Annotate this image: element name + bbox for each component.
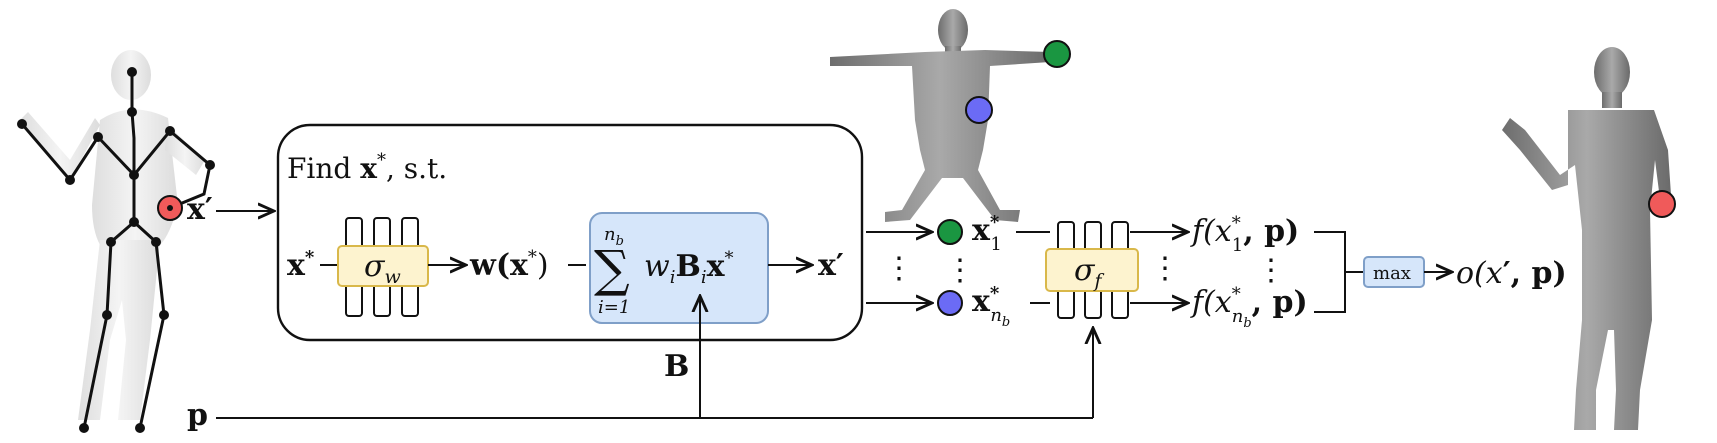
sigma-f-box (1045, 248, 1139, 292)
find-box-title: Find x*, s.t. (287, 150, 447, 185)
canonical-point-blue (965, 96, 993, 124)
label-weights: w(x*) (469, 247, 549, 283)
label-x-prime-output: x′ (818, 248, 844, 283)
sum-body: wiBix* (644, 248, 733, 288)
vdots-left: ⋮ (884, 251, 914, 286)
canonical-body (830, 9, 1050, 222)
label-x-star: x* (287, 247, 315, 283)
label-x1-star: x*1 (972, 212, 1002, 255)
sum-symbol: ∑ (594, 240, 630, 298)
find-box (276, 123, 864, 342)
label-x-prime-input: x′ (187, 192, 213, 227)
sigma-f-network: σf (1045, 221, 1139, 319)
canonical-point-green (1043, 40, 1071, 68)
light-body-silhouette (20, 50, 205, 420)
label-B: B (664, 349, 689, 384)
sum-box (589, 212, 769, 324)
sigma-f-label: σf (1074, 253, 1104, 292)
label-xnb-star: x*nb (972, 283, 1010, 330)
label-f1: f(x*1, p) (1190, 213, 1299, 256)
max-label: max (1373, 263, 1411, 284)
skeleton-joints (17, 67, 215, 433)
candidate-point-green (937, 219, 963, 245)
label-output: o(x′, p) (1456, 256, 1567, 291)
label-p: p (187, 398, 208, 433)
vdots-f: ⋮ (1256, 253, 1286, 288)
query-point-center (167, 205, 173, 211)
sum-lower-limit: i=1 (598, 297, 630, 318)
vdots-candidates: ⋮ (945, 253, 975, 288)
bracket-to-max (1314, 231, 1346, 313)
posed-body (1502, 47, 1672, 430)
sigma-w-label: σw (364, 249, 401, 288)
skeleton-figure (17, 50, 215, 433)
sum-upper-limit: nb (604, 224, 624, 249)
vdots-sigma-f: ⋮ (1150, 251, 1180, 286)
posed-point-red (1648, 190, 1676, 218)
sigma-w-network: σw (337, 217, 429, 317)
label-fnb: f(x*nb, p) (1190, 284, 1308, 331)
candidate-point-blue (937, 290, 963, 316)
skeleton-bones (20, 72, 212, 429)
